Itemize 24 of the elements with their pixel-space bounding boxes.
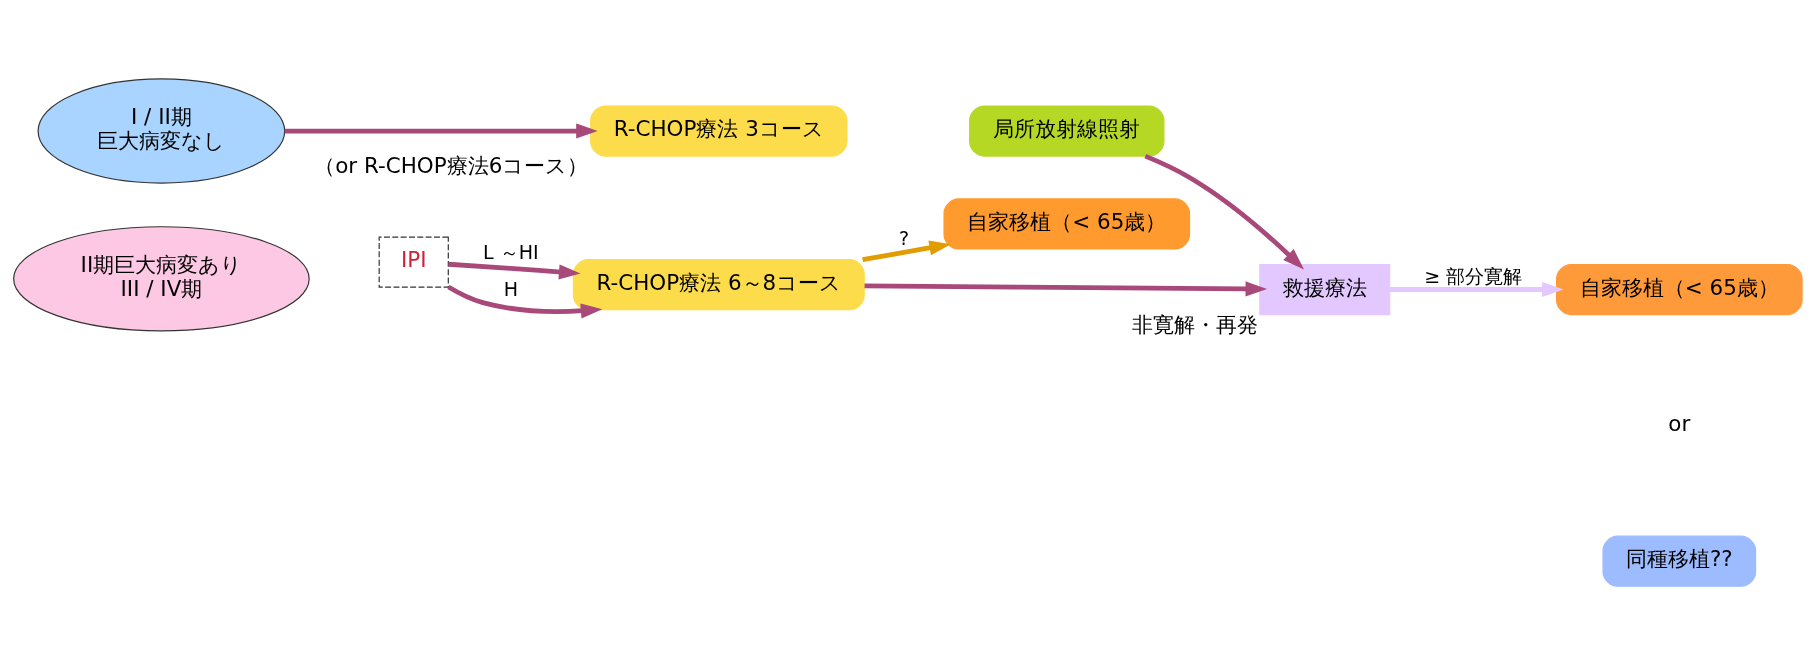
label: or — [1668, 410, 1691, 436]
arrow — [1389, 281, 1564, 298]
arrow — [1144, 153, 1305, 270]
node-box: R-CHOP療法 3コース — [590, 105, 848, 157]
node-box: 救援療法 — [1259, 263, 1391, 316]
arrow — [284, 123, 598, 139]
arrow — [447, 284, 603, 319]
edge-label: ≥ 部分寛解 — [1424, 265, 1523, 288]
edge-label: ? — [899, 227, 910, 250]
node-box: 局所放射線照射 — [969, 105, 1165, 157]
arrow — [862, 240, 951, 262]
node-ellipse: I / II期 巨大病変なし — [37, 78, 286, 184]
edge-label: H — [503, 278, 519, 301]
arrow — [864, 281, 1268, 297]
edge-label: L ～HI — [483, 241, 539, 264]
node-box: 自家移植（< 65歳） — [1555, 263, 1803, 316]
node-box: 同種移植?? — [1602, 535, 1757, 587]
node-label: 非寛解・再発 — [1131, 311, 1258, 337]
node-box: IPI — [378, 236, 449, 288]
node-box: 自家移植（< 65歳） — [943, 198, 1191, 250]
node-box: R-CHOP療法 6～8コース — [572, 259, 865, 311]
node-label: （or R-CHOP療法6コース） — [314, 153, 589, 179]
node-ellipse: II期巨大病変あり III / IV期 — [13, 226, 310, 332]
arrow — [448, 261, 581, 280]
